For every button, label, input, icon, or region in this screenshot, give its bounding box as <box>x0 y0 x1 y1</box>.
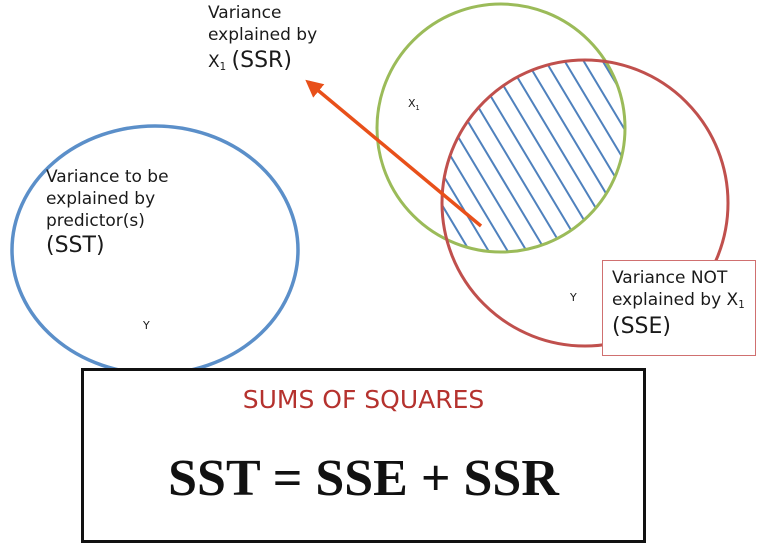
hatch-line <box>442 60 557 252</box>
sse-label-box: Variance NOT explained by X1 (SSE) <box>602 260 756 356</box>
y-circle <box>440 58 730 348</box>
hatch-line <box>661 0 758 300</box>
x1-main: X <box>408 97 416 110</box>
ssr-label-line1: Variance <box>208 3 282 23</box>
hatch-line <box>642 0 758 300</box>
sums-of-squares-box: SUMS OF SQUARES SST = SSE + SSR <box>81 368 646 543</box>
sst-label-line3: predictor(s) <box>46 211 145 231</box>
x1-label: X1 <box>408 97 420 112</box>
ssr-x: X <box>208 52 220 72</box>
hatch-line <box>442 60 538 252</box>
ssr-label-line3: X1 (SSR) <box>208 48 317 74</box>
sse-abbrev: (SSE) <box>612 314 671 339</box>
sst-label-line2: explained by <box>46 189 156 209</box>
sums-title: SUMS OF SQUARES <box>242 385 485 414</box>
sse-subscript: 1 <box>738 300 745 311</box>
hatch-line <box>737 0 758 300</box>
ssr-arrow <box>305 79 483 228</box>
ssr-subscript: 1 <box>219 62 227 73</box>
sums-equation: SST = SSE + SSR <box>168 450 559 507</box>
hatch-line <box>489 60 625 252</box>
hatch-line <box>442 60 519 252</box>
sst-label-line1: Variance to be <box>46 167 169 187</box>
ssr-abbrev: (SSR) <box>231 48 292 73</box>
hatch-line <box>718 0 758 300</box>
sse-label-line2: explained by X1 <box>612 289 755 311</box>
sse-label-line2-text: explained by X <box>612 290 739 310</box>
hatch-line <box>622 60 625 252</box>
sse-label-line1: Variance NOT <box>612 268 728 288</box>
x1-subscript: 1 <box>415 104 420 112</box>
hatch-line <box>699 0 758 300</box>
sst-abbrev: (SST) <box>46 233 105 258</box>
hatch-line <box>546 60 625 252</box>
y-label-right: Y <box>570 291 577 304</box>
hatch-line <box>603 60 625 252</box>
hatch-line <box>442 60 576 252</box>
hatch-line <box>442 60 614 252</box>
hatch-line <box>584 60 625 252</box>
hatch-line <box>508 60 625 252</box>
hatch-line <box>451 60 625 252</box>
hatch-line <box>527 60 625 252</box>
hatch-line <box>442 60 595 252</box>
x1-circle <box>375 2 627 254</box>
ssr-label: Variance explained by X1 (SSR) <box>208 2 317 74</box>
ssr-label-line2: explained by <box>208 25 318 45</box>
y-label-left: Y <box>143 319 150 332</box>
sst-label: Variance to be explained by predictor(s)… <box>46 166 169 259</box>
